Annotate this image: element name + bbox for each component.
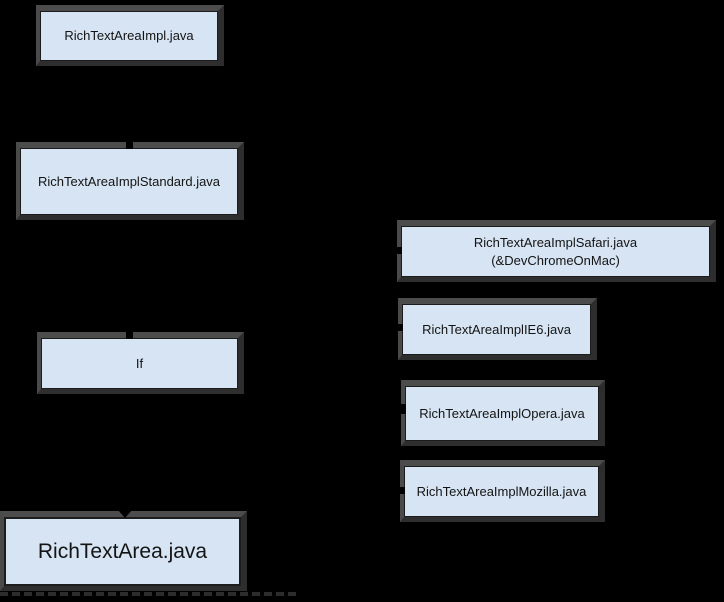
node-richtextareaimpl: RichTextAreaImpl.java — [36, 5, 224, 66]
node-label: RichTextArea.java — [37, 539, 208, 563]
node-box: RichTextAreaImplSafari.java (&DevChromeO… — [401, 226, 710, 277]
node-box: RichTextAreaImpl.java — [40, 11, 218, 61]
node-sublabel: (&DevChromeOnMac) — [491, 252, 620, 268]
node-box: RichTextAreaImplMozilla.java — [404, 466, 599, 517]
node-richtextareaimplmozilla: RichTextAreaImplMozilla.java — [400, 460, 605, 522]
node-if: If — [37, 332, 244, 394]
connector-notch — [399, 487, 405, 494]
node-richtextareaimplopera: RichTextAreaImplOpera.java — [401, 380, 605, 446]
node-richtextareaimplstandard: RichTextAreaImplStandard.java — [16, 142, 244, 220]
node-label: RichTextAreaImplOpera.java — [419, 405, 585, 421]
connector-notch — [396, 247, 402, 254]
connector-arrowhead-icon — [117, 509, 133, 518]
node-box: RichTextAreaImplIE6.java — [402, 304, 591, 355]
connector-notch — [397, 324, 403, 331]
node-label: RichTextAreaImplSafari.java — [473, 234, 638, 250]
node-richtextarea: RichTextArea.java — [0, 511, 247, 591]
node-richtextareaimplsafari: RichTextAreaImplSafari.java (&DevChromeO… — [397, 220, 716, 282]
node-box: If — [41, 338, 238, 389]
node-label: If — [135, 355, 144, 371]
node-box: RichTextAreaImplStandard.java — [20, 148, 238, 215]
node-label: RichTextAreaImplIE6.java — [422, 321, 571, 337]
node-label: RichTextAreaImplMozilla.java — [416, 483, 587, 499]
node-label: RichTextAreaImplStandard.java — [37, 173, 221, 189]
connector-notch — [126, 331, 133, 339]
node-box: RichTextArea.java — [4, 517, 241, 586]
connector-notch — [126, 141, 133, 149]
node-box: RichTextAreaImplOpera.java — [405, 386, 599, 441]
node-label: RichTextAreaImpl.java — [64, 28, 194, 43]
connector-notch — [400, 404, 406, 414]
node-richtextareaimplie6: RichTextAreaImplIE6.java — [398, 298, 597, 360]
dashed-line — [0, 592, 296, 596]
